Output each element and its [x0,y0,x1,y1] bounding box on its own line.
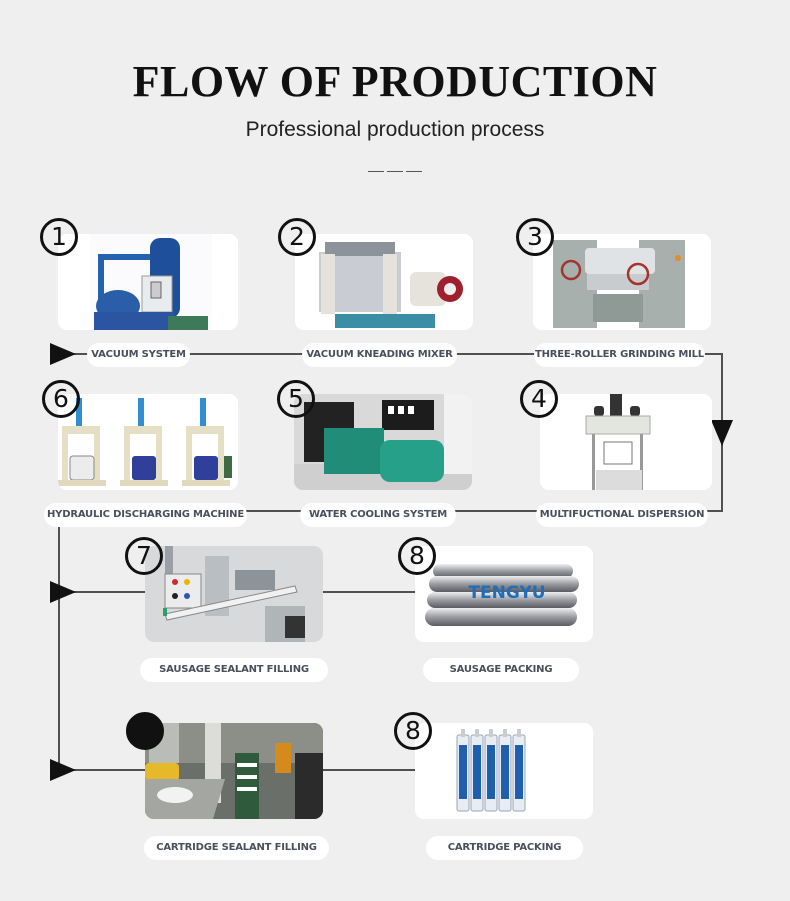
step-10-image [415,723,593,819]
page-title: FLOW OF PRODUCTION [132,57,658,106]
arrow-right-icon [50,759,76,781]
step-label: SAUSAGE SEALANT FILLING [140,658,328,682]
divider-dash [387,171,403,172]
vacuum-kneading-mixer-photo [295,234,473,330]
multifunctional-dispersion-photo [540,394,712,490]
step-label: CARTRIDGE PACKING [426,836,583,860]
step-label: VACUUM SYSTEM [87,343,190,367]
step-number-badge: 3 [516,218,554,256]
step-label: VACUUM KNEADING MIXER [302,343,457,367]
step-number-badge: 1 [40,218,78,256]
step-6-image [58,394,238,490]
step-label: THREE-ROLLER GRINDING MILL [534,343,705,367]
step-7-image [145,546,323,642]
step-number-badge: 5 [277,380,315,418]
flow-line-left-vertical [58,512,60,770]
arrow-right-icon [50,343,76,365]
step-number-badge [126,712,164,750]
step-5-image [294,394,472,490]
step-label: WATER COOLING SYSTEM [300,503,456,527]
cartridge-packing-photo [415,723,593,819]
step-number-badge: 8 [394,712,432,750]
step-label: MULTIFUCTIONAL DISPERSION [536,503,708,527]
arrow-right-icon [50,581,76,603]
divider-dash [368,171,384,172]
sausage-sealant-filling-photo [145,546,323,642]
step-number-badge: 8 [398,537,436,575]
sausage-packing-photo: TENGYU [415,546,593,642]
step-label: CARTRIDGE SEALANT FILLING [144,836,329,860]
vacuum-system-photo [58,234,238,330]
cartridge-sealant-filling-photo [145,723,323,819]
step-8-image: TENGYU [415,546,593,642]
step-number-badge: 6 [42,380,80,418]
step-number-badge: 2 [278,218,316,256]
step-4-image [540,394,712,490]
step-9-image [145,723,323,819]
step-number-badge: 4 [520,380,558,418]
page-subtitle: Professional production process [245,118,545,141]
step-1-image [58,234,238,330]
three-roller-grinding-mill-photo [533,234,711,330]
hydraulic-discharging-machine-photo [58,394,238,490]
arrow-down-icon [711,420,733,446]
brand-logo: TENGYU [468,583,545,603]
step-3-image [533,234,711,330]
step-label: SAUSAGE PACKING [423,658,579,682]
divider-dash [406,171,422,172]
step-label: HYDRAULIC DISCHARGING MACHINE [44,503,247,527]
step-2-image [295,234,473,330]
water-cooling-system-photo [294,394,472,490]
step-number-badge: 7 [125,537,163,575]
